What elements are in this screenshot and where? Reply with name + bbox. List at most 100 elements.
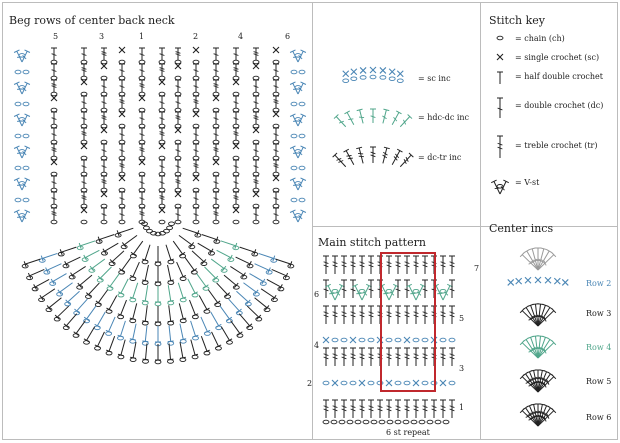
crochet-stitch-mark <box>51 127 57 140</box>
crochet-stitch-mark <box>139 127 145 140</box>
crochet-stitch-mark <box>193 95 199 108</box>
crochet-stitch-mark <box>139 175 145 188</box>
single-crochet-mark <box>496 53 504 61</box>
single-crochet-mark <box>349 336 357 344</box>
center-incs-panel <box>480 226 618 440</box>
fan-stitch-mark <box>216 282 231 299</box>
crochet-stitch-mark <box>343 148 355 165</box>
single-crochet-mark <box>252 190 260 198</box>
single-crochet-mark <box>331 379 339 387</box>
crochet-stitch-mark <box>536 335 544 359</box>
crochet-stitch-mark <box>81 111 87 124</box>
crochet-stitch-mark <box>253 207 259 220</box>
stitch-key-panel <box>480 2 618 228</box>
v-stitch-mark <box>289 209 307 223</box>
crochet-stitch-mark <box>440 255 446 274</box>
crochet-stitch-mark <box>332 347 338 366</box>
fan-stitch-mark <box>73 298 88 316</box>
crochet-stitch-mark <box>359 305 365 324</box>
crochet-stitch-mark <box>527 335 539 359</box>
crochet-stitch-mark <box>51 111 57 124</box>
center-incs-row-3: Row 3 <box>586 309 612 318</box>
crochet-stitch-mark <box>323 305 329 324</box>
fan-stitch-mark <box>216 249 235 262</box>
crochet-stitch-mark <box>51 47 57 60</box>
crochet-stitch-mark <box>51 207 57 220</box>
crochet-stitch-mark <box>101 111 107 124</box>
crochet-stitch-mark <box>101 47 107 60</box>
crochet-stitch-mark <box>273 79 279 92</box>
crochet-stitch-mark <box>356 146 364 164</box>
crochet-stitch-mark <box>213 79 219 92</box>
crochet-stitch-mark <box>341 305 347 324</box>
crochet-stitch-mark <box>233 175 239 188</box>
v-stitch-mark <box>13 49 31 63</box>
single-crochet-mark <box>272 174 280 182</box>
crochet-stitch-mark <box>404 347 410 366</box>
crochet-stitch-mark <box>175 47 181 60</box>
crochet-stitch-mark <box>273 159 279 172</box>
crochet-stitch-mark <box>175 79 181 92</box>
fan-stitch-mark <box>129 323 137 344</box>
crochet-stitch-mark <box>352 283 363 301</box>
fan-stitch-mark <box>94 331 105 351</box>
crochet-stitch-mark <box>193 63 199 76</box>
fan-stitch-mark <box>191 250 208 266</box>
single-crochet-mark <box>118 110 126 118</box>
crochet-stitch-mark <box>273 63 279 76</box>
crochet-stitch-mark <box>497 71 503 84</box>
fan-stitch-mark <box>96 266 112 283</box>
fan-stitch-mark <box>108 250 125 266</box>
crochet-stitch-mark <box>440 399 446 418</box>
fan-stitch-mark <box>207 289 222 307</box>
single-crochet-mark <box>50 158 58 166</box>
fan-stitch-mark <box>53 305 70 322</box>
fan-stitch-mark <box>62 256 81 269</box>
single-crochet-mark <box>174 126 182 134</box>
repeat-label: 6 st repeat <box>386 428 430 437</box>
row-label-6: 6 <box>314 290 320 299</box>
fan-stitch-mark <box>45 297 62 313</box>
single-crochet-mark <box>524 276 532 284</box>
crochet-stitch-mark <box>537 308 557 327</box>
crochet-stitch-mark <box>81 127 87 140</box>
crochet-stitch-mark <box>449 399 455 418</box>
v-stitch-mark <box>352 283 372 301</box>
fan-stitch-mark <box>167 305 175 326</box>
dc-tr-inc-label: = dc-tr inc <box>418 153 462 162</box>
fan-stitch-mark <box>179 341 187 363</box>
fan-stitch-mark <box>239 246 259 257</box>
crochet-stitch-mark <box>119 207 125 220</box>
v-stitch-mark <box>406 283 426 301</box>
crochet-stitch-mark <box>537 305 553 327</box>
fan-stitch-mark <box>189 299 199 320</box>
single-crochet-mark <box>507 279 515 286</box>
crochet-stitch-mark <box>370 146 376 163</box>
crochet-stitch-mark <box>253 111 259 124</box>
fan-stitch-mark <box>154 246 162 267</box>
single-crochet-mark <box>388 68 396 76</box>
fan-stitch-mark <box>154 266 162 287</box>
crochet-stitch-mark <box>139 47 145 60</box>
crochet-stitch-mark <box>159 95 165 108</box>
crochet-stitch-mark <box>213 47 219 60</box>
fan-stitch-mark <box>57 246 77 257</box>
fan-stitch-mark <box>154 344 162 365</box>
fan-stitch-mark <box>165 244 175 265</box>
fan-stitch-mark <box>204 266 220 283</box>
fan-stitch-mark <box>235 256 254 269</box>
single-crochet-mark <box>232 78 240 86</box>
crochet-stitch-mark <box>404 399 410 418</box>
fan-stitch-mark <box>85 282 100 299</box>
crochet-stitch-mark <box>323 399 329 418</box>
crochet-stitch-mark <box>519 252 539 271</box>
crochet-stitch-mark <box>497 97 503 118</box>
fan-stitch-mark <box>236 290 252 307</box>
crochet-stitch-mark <box>213 111 219 124</box>
row-label-1: 1 <box>459 403 465 412</box>
fan-stitch-mark <box>49 273 67 286</box>
